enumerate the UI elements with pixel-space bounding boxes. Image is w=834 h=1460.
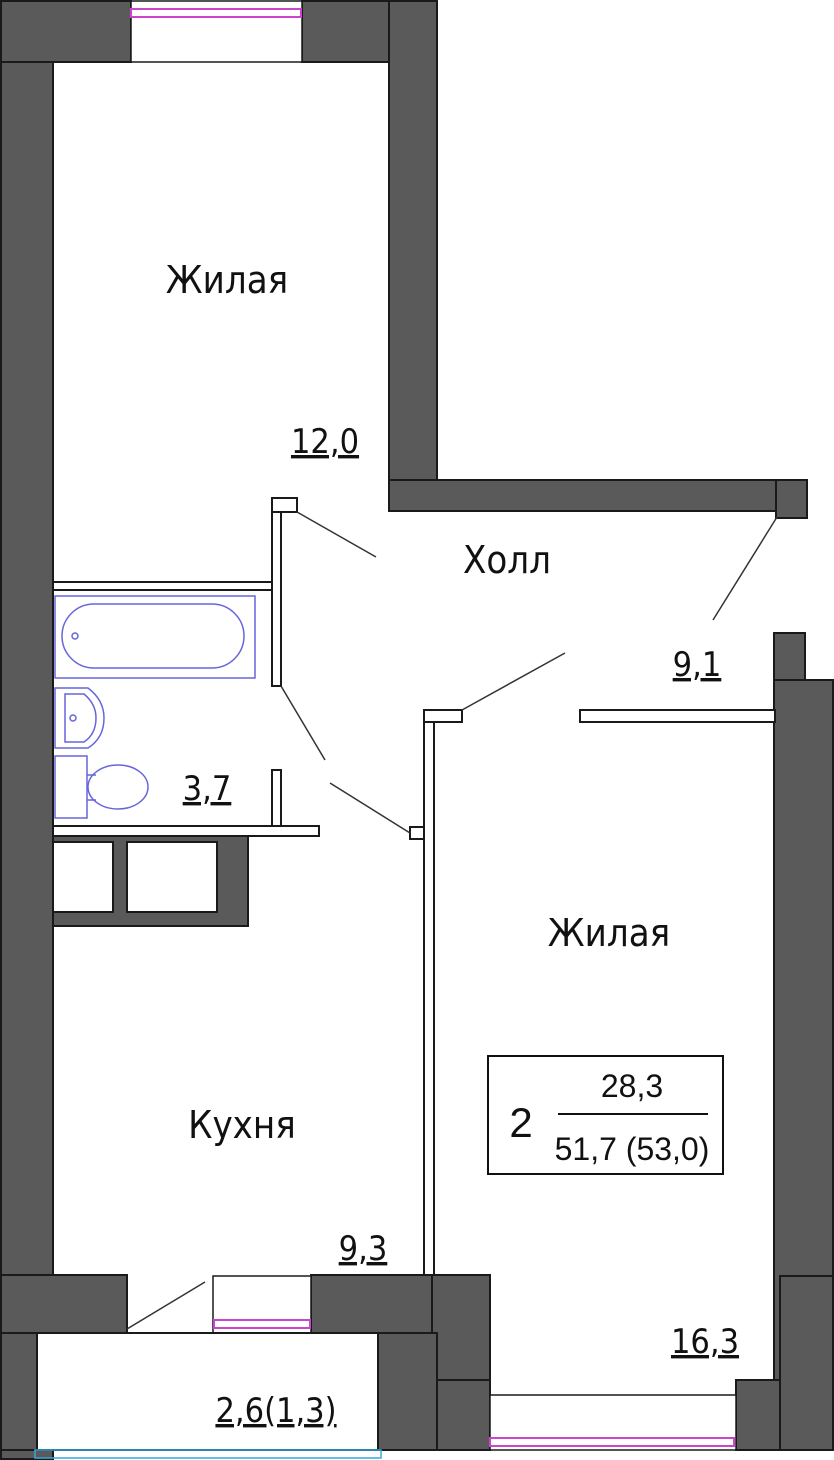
door-room2 xyxy=(461,652,566,711)
room-area-kitchen: 9,3 xyxy=(339,1229,388,1269)
room-name-living-2: Жилая xyxy=(548,911,670,955)
sink-drain-icon xyxy=(69,714,77,722)
summary-living-area: 28,3 xyxy=(601,1068,663,1104)
sink-basin xyxy=(64,693,97,743)
door-kitchen xyxy=(329,782,411,834)
partition-bath-right-lower xyxy=(271,769,282,831)
room-area-living-2: 16,3 xyxy=(671,1322,739,1362)
window-sills xyxy=(130,8,735,1447)
toilet-tank xyxy=(54,755,88,819)
door-bathroom xyxy=(280,685,326,761)
wall-room2-bottom-strip xyxy=(431,1379,491,1451)
room-area-hall: 9,1 xyxy=(673,645,722,685)
bathtub-inner xyxy=(61,603,245,669)
sink-icon xyxy=(54,687,105,749)
room-area-bathroom: 3,7 xyxy=(183,769,232,809)
window-top-sill xyxy=(130,8,302,18)
bathroom-fixtures xyxy=(54,595,256,819)
partition-bath-top xyxy=(52,581,281,591)
doors xyxy=(126,511,778,1330)
balcony-wall-left xyxy=(0,1332,38,1451)
wall-top-left xyxy=(0,0,132,63)
wall-kitchen-bottom-left xyxy=(0,1274,128,1334)
balcony-glazing xyxy=(34,1449,382,1459)
door-room1 xyxy=(296,511,377,558)
balcony xyxy=(34,1332,382,1459)
room-area-living-1: 12,0 xyxy=(291,422,359,462)
window-room2 xyxy=(489,1394,737,1451)
cabinet-1 xyxy=(52,841,114,913)
wall-hall-top-end xyxy=(775,479,808,519)
wall-bottom-right-corner xyxy=(779,1275,834,1451)
wall-hall-top xyxy=(388,479,808,512)
bathtub-drain-icon xyxy=(71,632,79,640)
window-room2-sill xyxy=(489,1437,735,1447)
room-name-kitchen: Кухня xyxy=(188,1103,296,1147)
summary-total-area: 51,7 (53,0) xyxy=(555,1131,710,1167)
partition-room2-left xyxy=(423,709,435,1276)
summary-rooms-count: 2 xyxy=(509,1099,532,1146)
windows xyxy=(130,0,737,1451)
summary-box: 2 28,3 51,7 (53,0) xyxy=(487,1055,724,1175)
partition-bath-right-cap xyxy=(271,497,298,513)
room-area-balcony: 2,6(1,3) xyxy=(215,1391,336,1431)
window-balcony-door-sill xyxy=(213,1319,311,1329)
room-name-hall: Холл xyxy=(463,538,551,582)
toilet-bowl-icon xyxy=(87,764,149,810)
wall-room2-bottom-left xyxy=(431,1274,491,1396)
balcony-wall-bottom xyxy=(0,1449,54,1460)
window-top xyxy=(130,0,303,63)
door-entrance xyxy=(712,516,778,621)
room-labels: Жилая 12,0 Холл 9,1 3,7 Жилая 16,3 Кухня… xyxy=(166,258,739,1431)
partition-room2-top xyxy=(579,709,776,723)
partition-room2-stub xyxy=(409,826,425,840)
door-balcony xyxy=(126,1281,206,1330)
kitchen-cabinets xyxy=(52,835,249,927)
balcony-wall-right xyxy=(377,1332,438,1451)
wall-left xyxy=(0,0,54,1292)
bathtub-outer xyxy=(54,595,256,679)
balcony-floor xyxy=(36,1332,379,1451)
room-name-living-1: Жилая xyxy=(166,258,288,302)
partition-bath-bottom xyxy=(52,825,320,837)
wall-kitchen-bottom-right xyxy=(310,1274,438,1334)
wall-room1-right xyxy=(388,0,438,512)
partition-bath-right-upper xyxy=(271,497,282,687)
window-balcony-door xyxy=(212,1275,312,1334)
cabinet-2 xyxy=(126,841,218,913)
partition-room2-cap xyxy=(423,709,463,723)
